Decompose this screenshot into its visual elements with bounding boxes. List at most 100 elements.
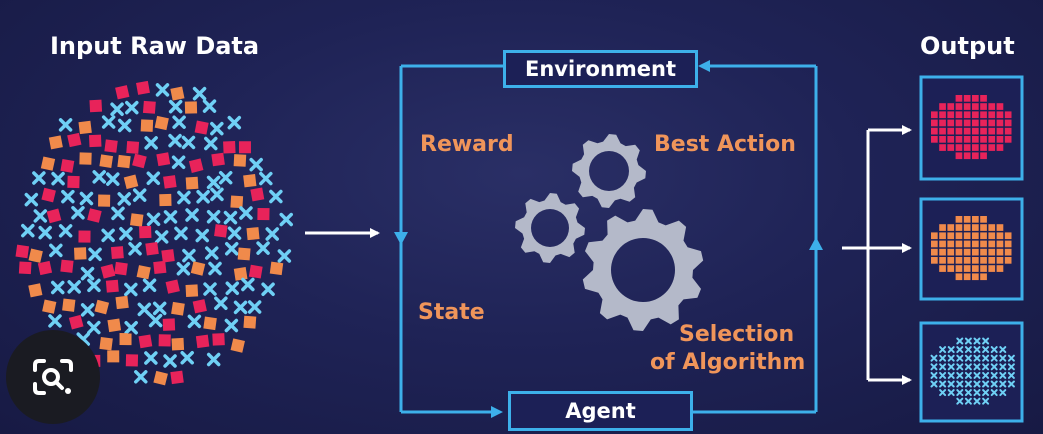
cluster-square [996, 224, 1004, 231]
data-point-cross [277, 249, 292, 263]
cluster-square [963, 103, 971, 110]
data-point-cross [185, 208, 199, 222]
data-point-cross [142, 278, 157, 293]
data-point-cross [124, 282, 138, 297]
data-point-orange [154, 115, 169, 131]
data-point-cross [117, 192, 131, 206]
output-clusters [930, 95, 1015, 405]
gear-icon [572, 134, 646, 208]
data-point-pink [88, 134, 102, 148]
cluster-square [1004, 232, 1012, 240]
cluster-square [963, 152, 971, 160]
cluster-cross [930, 354, 938, 362]
data-point-cross [224, 318, 239, 333]
data-point-pink [161, 249, 175, 263]
data-point-orange [123, 174, 139, 190]
cluster-square [939, 103, 946, 110]
cluster-square [1004, 136, 1012, 143]
cluster-square [996, 232, 1004, 240]
data-point-pink [223, 141, 236, 154]
data-point-cross [192, 86, 207, 101]
cluster-square [963, 144, 971, 151]
data-point-cross [134, 370, 148, 384]
data-point-orange [98, 194, 111, 207]
data-point-cross [203, 282, 217, 296]
data-point-cross [206, 210, 221, 224]
cluster-cross [990, 380, 998, 388]
data-point-cross [101, 228, 115, 243]
data-point-pink [46, 208, 62, 224]
visual-search-button[interactable] [6, 330, 100, 424]
data-point-cross [206, 175, 221, 190]
state-label: State [418, 300, 485, 325]
data-point-orange [171, 301, 185, 316]
cluster-square [980, 265, 987, 272]
cluster-cross [999, 389, 1007, 397]
data-point-cross [182, 248, 196, 263]
data-point-pink [165, 279, 180, 294]
cluster-square [996, 248, 1004, 256]
cluster-square [980, 119, 987, 127]
data-point-pink [212, 333, 225, 346]
data-point-orange [170, 86, 185, 101]
data-point-cross [205, 246, 219, 260]
cluster-cross [939, 389, 947, 397]
cluster-cross [982, 397, 990, 405]
cluster-square [955, 248, 963, 256]
cluster-square [931, 257, 938, 264]
cluster-cross [990, 371, 998, 379]
data-point-pink [195, 334, 210, 349]
cluster-square [980, 257, 987, 264]
cluster-square [939, 224, 946, 231]
data-point-orange [48, 135, 63, 150]
data-point-cross [261, 282, 275, 296]
data-point-cross [128, 241, 142, 256]
cluster-square [947, 103, 955, 110]
cluster-cross [964, 337, 972, 345]
data-point-orange [140, 119, 154, 132]
cluster-square [980, 144, 987, 151]
cluster-cross [956, 346, 964, 354]
cluster-cross [999, 354, 1007, 362]
data-point-pink [250, 187, 265, 202]
data-point-orange [237, 247, 251, 261]
cluster-cross [956, 389, 964, 397]
cluster-cross [973, 380, 981, 388]
data-point-pink [238, 141, 251, 154]
cluster-cross [947, 389, 955, 397]
cluster-square [955, 216, 963, 223]
data-point-pink [214, 224, 228, 238]
cluster-cross [982, 346, 990, 354]
cluster-cross [982, 363, 990, 371]
cluster-cross [964, 380, 972, 388]
cluster-square [963, 265, 971, 272]
cluster-cross [964, 346, 972, 354]
data-point-cross [208, 261, 222, 276]
cluster-cross [990, 346, 998, 354]
data-point-cross [51, 280, 65, 295]
cluster-square [955, 273, 963, 281]
cluster-square [947, 127, 955, 135]
gear-icon [582, 209, 704, 331]
cluster-square [980, 136, 987, 143]
data-point-orange [184, 101, 198, 114]
data-point-pink [211, 152, 225, 167]
cluster-cross [990, 354, 998, 362]
cluster-square [972, 103, 979, 110]
data-point-pink [192, 299, 207, 314]
cluster-square [955, 95, 963, 102]
data-point-pink [68, 314, 84, 330]
data-point-cross [38, 225, 52, 240]
cluster-square [980, 95, 987, 102]
cluster-square [996, 265, 1004, 272]
visual-search-icon [33, 359, 73, 395]
cluster-square [931, 240, 938, 248]
cluster-cross [947, 380, 955, 388]
selection-label-line2: of Algorithm [650, 350, 806, 375]
data-point-orange [94, 299, 110, 315]
cluster-square [939, 127, 946, 135]
cluster-cross [990, 363, 998, 371]
cluster-square [1004, 240, 1012, 248]
data-point-pink [125, 354, 139, 367]
data-point-pink [158, 334, 171, 347]
